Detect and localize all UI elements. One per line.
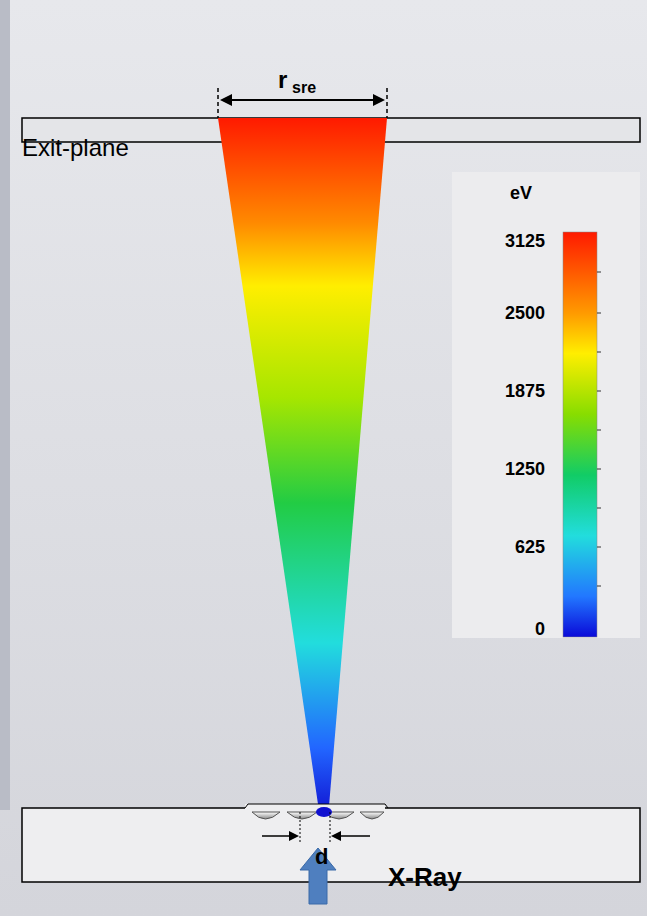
tick-value: 1875 (505, 382, 545, 400)
dimension-label: d (315, 846, 328, 868)
tick-value: 0 (535, 620, 545, 638)
tick-value: 3125 (505, 232, 545, 250)
tick-value: 1250 (505, 460, 545, 478)
source-label: X-Ray (388, 864, 462, 890)
plane-label: Exit-plane (22, 136, 129, 160)
dimension-symbol: r (278, 68, 287, 92)
unit-label: eV (510, 184, 532, 202)
dimension-subscript: sre (292, 80, 316, 96)
tick-value: 2500 (505, 304, 545, 322)
tick-value: 625 (515, 538, 545, 556)
